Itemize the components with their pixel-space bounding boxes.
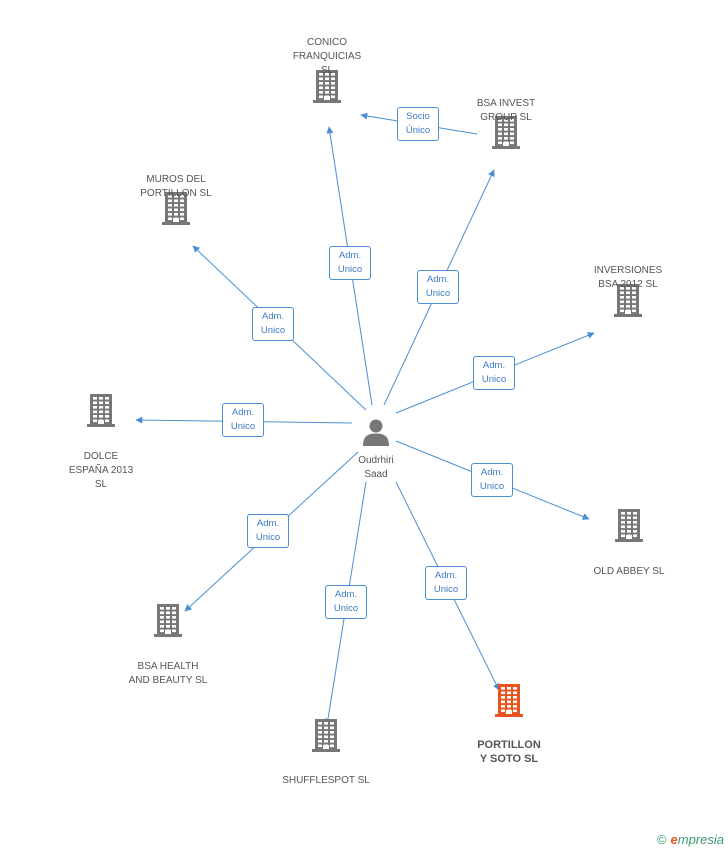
building-icon[interactable] (614, 283, 642, 322)
person-icon[interactable] (362, 418, 390, 451)
edge-label-e_shufflespot[interactable]: Adm. Unico (325, 585, 367, 619)
building-icon[interactable] (495, 683, 523, 722)
edge-label-e_inversiones[interactable]: Adm. Unico (473, 356, 515, 390)
edge-label-e_portillon[interactable]: Adm. Unico (425, 566, 467, 600)
node-label-bsa_invest[interactable]: BSA INVEST GROUP SL (476, 98, 536, 123)
edge-label-e_conico[interactable]: Adm. Unico (329, 246, 371, 280)
edge-label-e_dolce[interactable]: Adm. Unico (222, 403, 264, 437)
node-label-muros[interactable]: MUROS DEL PORTILLON SL (140, 174, 212, 199)
empresia-footer[interactable]: ©empresia (657, 832, 724, 847)
building-icon[interactable] (492, 115, 520, 154)
edge-label-e_bsa_health[interactable]: Adm. Unico (247, 514, 289, 548)
building-icon[interactable] (154, 603, 182, 642)
center-person-name[interactable]: Oudrhiri Saad (358, 455, 394, 480)
node-label-inversiones[interactable]: INVERSIONES BSA 2012 SL (593, 265, 663, 290)
node-label-shufflespot[interactable]: SHUFFLESPOT SL (282, 775, 370, 786)
edge-label-e_bsa_invest[interactable]: Adm. Unico (417, 270, 459, 304)
node-label-old_abbey[interactable]: OLD ABBEY SL (593, 566, 665, 577)
node-label-portillon[interactable]: PORTILLON Y SOTO SL (477, 739, 541, 765)
node-label-conico[interactable]: CONICO FRANQUICIAS SL (292, 37, 362, 76)
brand-name: mpresia (677, 832, 724, 847)
brand-initial: e (670, 832, 678, 847)
edge-label-e_old_abbey[interactable]: Adm. Unico (471, 463, 513, 497)
copyright-icon: © (656, 832, 667, 847)
building-icon[interactable] (615, 508, 643, 547)
building-icon[interactable] (313, 69, 341, 108)
building-icon[interactable] (87, 393, 115, 432)
building-icon[interactable] (162, 191, 190, 230)
edge-label-e_muros[interactable]: Adm. Unico (252, 307, 294, 341)
building-icon[interactable] (312, 718, 340, 757)
edge-label-e_socio[interactable]: Socio Único (397, 107, 439, 141)
node-label-bsa_health[interactable]: BSA HEALTH AND BEAUTY SL (128, 661, 208, 686)
node-label-dolce[interactable]: DOLCE ESPAÑA 2013 SL (68, 451, 134, 490)
